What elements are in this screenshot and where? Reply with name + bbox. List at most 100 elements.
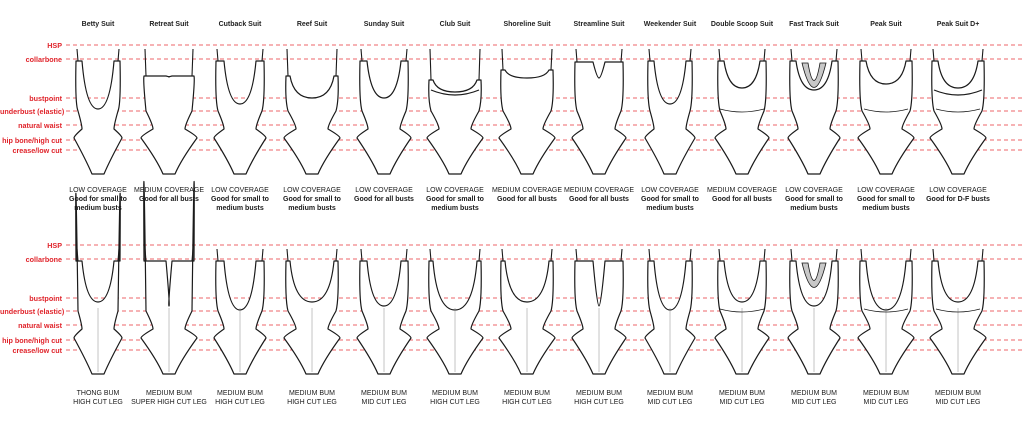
underwire — [430, 89, 480, 96]
strap-left — [76, 48, 79, 62]
strap-right — [335, 248, 338, 262]
bust-fit-label: Good for all busts — [712, 196, 772, 204]
strap-left — [429, 48, 432, 81]
guide-label-underbust: underbust (elastic) — [0, 106, 65, 116]
underbust-band — [863, 108, 909, 113]
guide-label-waist: natural waist — [18, 120, 62, 130]
underbust-band — [863, 308, 909, 313]
leg-cut-label: MID CUT LEG — [647, 399, 693, 407]
strap-right — [689, 48, 692, 62]
coverage-label: LOW COVERAGE — [929, 187, 987, 194]
coverage-label: MEDIUM COVERAGE — [133, 187, 204, 194]
strap-right — [550, 48, 553, 71]
bum-coverage-label: MEDIUM BUM — [146, 390, 192, 397]
coverage-label: LOW COVERAGE — [355, 187, 413, 194]
coverage-label: LOW COVERAGE — [211, 187, 269, 194]
leg-cut-label: HIGH CUT LEG — [287, 399, 337, 407]
suit-name-4: Sunday Suit — [363, 21, 405, 28]
strap-left — [286, 48, 289, 77]
leg-cut-label: MID CUT LEG — [791, 399, 837, 407]
back-sketch-7 — [571, 248, 627, 375]
strap-left — [360, 48, 363, 62]
strap-left — [360, 248, 363, 262]
underwire — [933, 89, 983, 96]
suit-name-2: Cutback Suit — [218, 21, 262, 28]
strap-left — [932, 248, 935, 262]
underbust-band — [935, 108, 981, 113]
bum-coverage-label: MEDIUM BUM — [791, 390, 837, 397]
back-sketch-9 — [714, 248, 770, 375]
strap-left — [575, 248, 578, 262]
back-sketch-8 — [644, 248, 696, 375]
strap-left — [860, 48, 863, 62]
guide-label-underbust: underbust (elastic) — [0, 306, 65, 316]
coverage-label: LOW COVERAGE — [785, 187, 843, 194]
strap-right — [909, 48, 912, 62]
strap-left — [429, 248, 432, 262]
strap-right — [763, 48, 766, 62]
strap-left — [501, 48, 504, 71]
bust-fit-label: Good for all busts — [354, 196, 414, 204]
underbust-band — [719, 108, 765, 113]
back-sketch-5 — [426, 248, 484, 375]
strap-right — [981, 48, 984, 62]
leg-cut-label: HIGH CUT LEG — [430, 399, 480, 407]
strap-right — [689, 248, 692, 262]
suit-body — [426, 79, 484, 175]
strap-right — [909, 248, 912, 262]
strap-right — [763, 248, 766, 262]
strap-right — [117, 48, 120, 62]
strap-right — [835, 248, 838, 262]
guide-label-waist: natural waist — [18, 320, 62, 330]
suit-name-1: Retreat Suit — [149, 21, 189, 28]
back-sketch-10 — [787, 248, 841, 375]
strap-left — [144, 48, 147, 77]
caption-front-4: LOW COVERAGE Good for all busts — [341, 186, 427, 204]
bum-coverage-label: MEDIUM BUM — [289, 390, 335, 397]
leg-cut-label: MID CUT LEG — [361, 399, 407, 407]
suit-name-9: Double Scoop Suit — [710, 21, 774, 28]
strap-right — [405, 248, 408, 262]
back-sketch-1 — [140, 180, 198, 375]
strap-right — [620, 248, 623, 262]
front-sketch-10 — [787, 48, 841, 175]
guide-label-crease: crease/low cut — [12, 145, 62, 155]
strap-left — [286, 248, 289, 262]
bum-coverage-label: THONG BUM — [76, 390, 120, 397]
front-sketch-11 — [857, 48, 915, 175]
strap-right — [835, 48, 838, 62]
front-sketch-2 — [213, 48, 267, 175]
bum-coverage-label: MEDIUM BUM — [863, 390, 909, 397]
bust-fit-label: Good for small to medium busts — [283, 196, 341, 213]
guide-label-collarbone: collarbone — [25, 54, 62, 64]
bust-fit-label: Good for small to medium busts — [857, 196, 915, 213]
front-sketch-7 — [571, 48, 627, 175]
guide-label-hip: hip bone/high cut — [2, 335, 62, 345]
underbust-band — [935, 308, 981, 313]
guide-label-hsp: HSP — [47, 240, 62, 250]
bust-fit-label: Good for all busts — [497, 196, 557, 204]
guide-label-hsp: HSP — [47, 40, 62, 50]
back-sketch-4 — [356, 248, 412, 375]
leg-cut-label: MID CUT LEG — [863, 399, 909, 407]
guide-label-hip: hip bone/high cut — [2, 135, 62, 145]
underbust-band — [719, 308, 765, 313]
leg-cut-label: HIGH CUT LEG — [574, 399, 624, 407]
strap-right — [550, 248, 553, 262]
coverage-label: LOW COVERAGE — [857, 187, 915, 194]
bust-fit-label: Good for small to medium busts — [426, 196, 484, 213]
front-sketch-5 — [426, 48, 484, 175]
